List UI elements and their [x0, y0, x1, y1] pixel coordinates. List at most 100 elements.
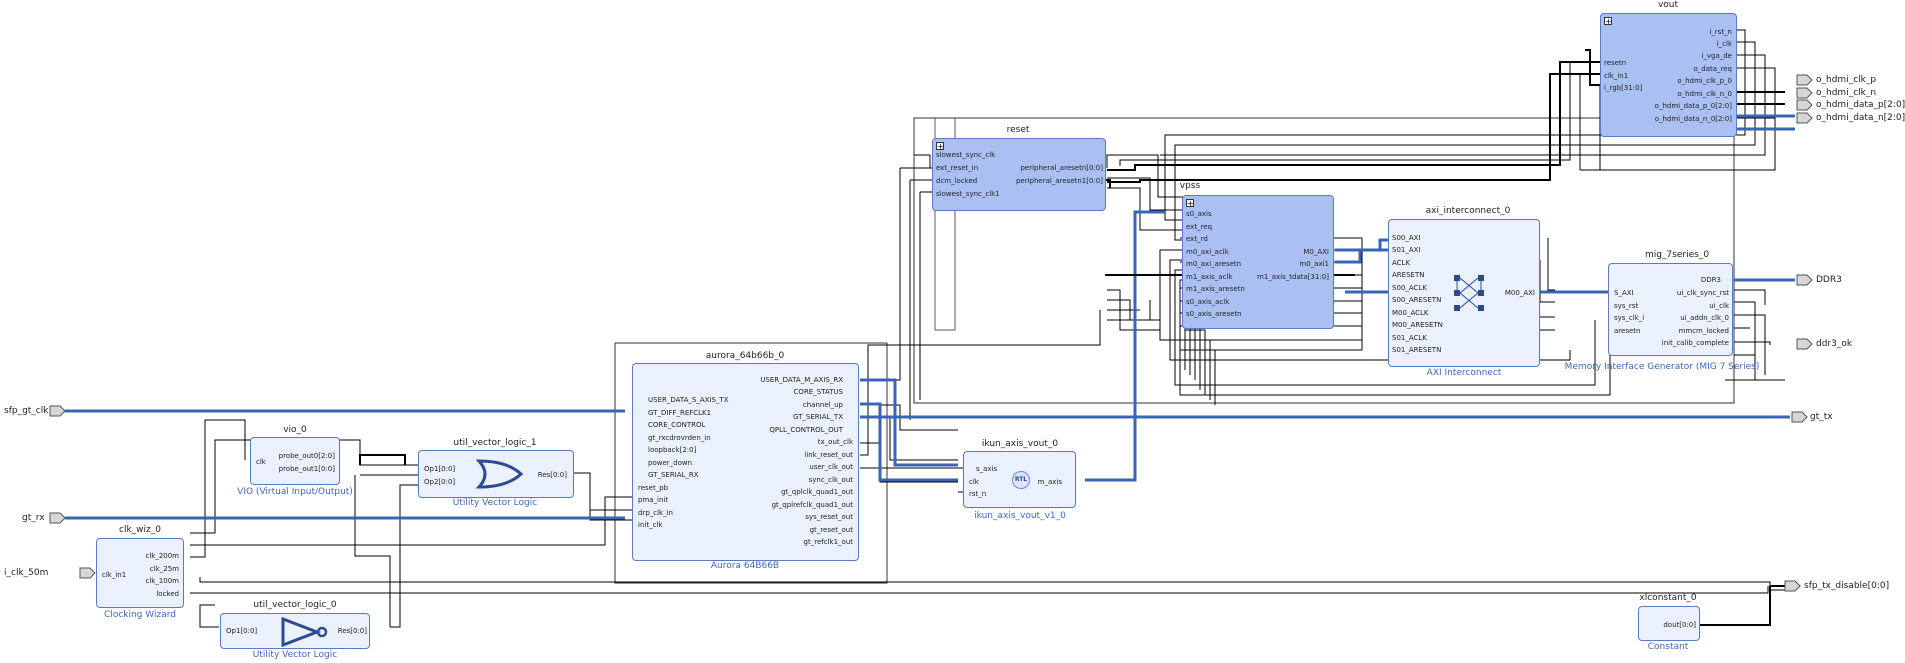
vpss-title: vpss [1179, 181, 1201, 191]
reset-pin-in-1: ext_reset_in [936, 164, 979, 172]
mig-pin-out-2: ui_clk [1709, 302, 1729, 310]
port-o-hdmi-clk-n-shape [1796, 87, 1813, 99]
xlconst-pin-out-0: dout[0:0] [1663, 621, 1696, 629]
aurora-pin-in-6: GT_SERIAL_RX [648, 471, 699, 479]
clkwiz-pin-in-0: clk_in1 [102, 571, 127, 579]
port-gt-tx[interactable]: gt_tx [1810, 412, 1833, 422]
vpss-pin-out-2: m1_axis_tdata[31:0] [1257, 273, 1329, 281]
aurora-pin-in-10: init_clk [638, 521, 663, 529]
uvl1-title: util_vector_logic_1 [453, 438, 537, 448]
reset-block[interactable]: + slowest_sync_clk ext_reset_in dcm_lock… [932, 138, 1106, 211]
vout-block[interactable]: + resetn clk_in1 i_rgb[31:0] i_rst_n i_c… [1600, 13, 1737, 137]
vio-block[interactable]: clk probe_out0[2:0] probe_out1[0:0] [250, 437, 340, 485]
xlconst-title: xlconstant_0 [1639, 593, 1697, 603]
uvl1-pin-out-0: Res[0:0] [537, 471, 567, 479]
reset-pin-in-3: slowest_sync_clk1 [936, 190, 1000, 198]
axi-interconnect-subtitle: AXI Interconnect [1426, 368, 1502, 378]
clkwiz-pin-out-0: clk_200m [145, 552, 179, 560]
axi-interconnect-block[interactable]: S00_AXI S01_AXI ACLK ARESETN S00_ACLK S0… [1388, 219, 1540, 367]
port-o-hdmi-clk-p-shape [1796, 74, 1813, 86]
port-ddr3-shape [1796, 274, 1813, 286]
aurora-pin-out-6: link_reset_out [804, 451, 853, 459]
aurora-pin-in-8: pma_init [638, 496, 669, 504]
crossbar-icon [1454, 275, 1484, 311]
vio-pin-out-1: probe_out1[0:0] [278, 465, 335, 473]
expand-plus-icon[interactable]: + [1186, 199, 1194, 208]
thick-wires [359, 49, 1785, 626]
clkwiz-block[interactable]: clk_in1 clk_200m clk_25m clk_100m locked [96, 538, 184, 608]
aurora-pin-out-0: USER_DATA_M_AXIS_RX [760, 376, 843, 384]
aurora-pin-in-0: USER_DATA_S_AXIS_TX [648, 396, 729, 404]
port-sfp-gt-clk[interactable]: sfp_gt_clk [4, 406, 49, 416]
aurora-pin-out-3: GT_SERIAL_TX [792, 413, 843, 421]
port-o-hdmi-data-p-shape [1796, 99, 1813, 111]
port-o-hdmi-data-n-shape [1796, 112, 1813, 124]
external-port-shapes [49, 74, 1813, 592]
vio-pin-in-0: clk [256, 458, 266, 466]
mig-pin-out-4: mmcm_locked [1678, 327, 1729, 335]
aurora-pin-in-9: drp_clk_in [638, 509, 673, 517]
aurora-pin-out-8: sync_clk_out [808, 476, 853, 484]
vpss-pin-in-5: m1_axis_aclk [1186, 273, 1233, 281]
vpss-block[interactable]: + s0_axis ext_req ext_rd m0_axi_aclk m0_… [1182, 195, 1334, 329]
clkwiz-pin-out-1: clk_25m [149, 565, 179, 573]
mig-block[interactable]: S_AXI sys_rst sys_clk_i aresetn DDR3 ui_… [1608, 263, 1733, 356]
port-o-hdmi-clk-p[interactable]: o_hdmi_clk_p [1816, 75, 1877, 85]
hier-outline-vout [934, 117, 956, 331]
vio-pin-out-0: probe_out0[2:0] [278, 452, 335, 460]
aurora-pin-in-2: CORE_CONTROL [648, 421, 706, 429]
axi-pin-in-5: S00_ARESETN [1392, 296, 1442, 304]
aurora-pin-out-12: gt_reset_out [809, 526, 853, 534]
port-o-hdmi-clk-n[interactable]: o_hdmi_clk_n [1816, 88, 1877, 98]
reset-pin-in-0: slowest_sync_clk [936, 151, 996, 159]
axi-pin-in-6: M00_ACLK [1392, 309, 1429, 317]
ikun-block[interactable]: s_axis clk rst_n m_axis RTL [963, 451, 1076, 508]
ikun-pin-in-0: s_axis [976, 465, 998, 473]
port-ddr3[interactable]: DDR3 [1816, 275, 1842, 285]
aurora-pin-in-4: loopback[2:0] [648, 446, 697, 454]
vio-subtitle: VIO (Virtual Input/Output) [237, 487, 353, 497]
mig-pin-in-3: aresetn [1614, 327, 1641, 335]
axi-pin-in-3: ARESETN [1392, 271, 1425, 279]
aurora-subtitle: Aurora 64B66B [710, 561, 780, 571]
port-sfp-tx-disable-shape [1784, 580, 1801, 592]
vout-pin-out-3: o_data_req [1693, 65, 1732, 73]
xlconst-block[interactable]: dout[0:0] [1638, 606, 1700, 641]
aurora-pin-out-10: gt_qplrefclk_quad1_out [771, 501, 853, 509]
uvl0-title: util_vector_logic_0 [253, 600, 337, 610]
vout-pin-out-6: o_hdmi_data_p_0[2:0] [1654, 102, 1732, 110]
axi-interconnect-title: axi_interconnect_0 [1425, 206, 1511, 216]
vpss-pin-out-0: M0_AXI [1303, 248, 1329, 256]
port-i-clk-50m[interactable]: i_clk_50m [4, 568, 49, 578]
ikun-pin-in-2: rst_n [969, 490, 987, 498]
port-o-hdmi-data-p[interactable]: o_hdmi_data_p[2:0] [1816, 100, 1905, 110]
clkwiz-subtitle: Clocking Wizard [104, 610, 176, 620]
uvl0-pin-in-0: Op1[0:0] [226, 627, 258, 635]
mig-pin-in-0: S_AXI [1614, 289, 1634, 297]
port-o-hdmi-data-n[interactable]: o_hdmi_data_n[2:0] [1816, 113, 1905, 123]
clkwiz-title: clk_wiz_0 [119, 525, 161, 535]
mig-title: mig_7series_0 [1644, 250, 1710, 260]
mig-pin-out-0: DDR3 [1700, 276, 1721, 284]
vpss-pin-in-1: ext_req [1186, 223, 1213, 231]
aurora-block[interactable]: USER_DATA_S_AXIS_TX GT_DIFF_REFCLK1 CORE… [632, 363, 859, 561]
vpss-pin-in-4: m0_axi_aresetn [1186, 260, 1242, 268]
reset-pin-out-1: peripheral_aresetn1[0:0] [1015, 177, 1103, 185]
uvl1-block[interactable]: Op1[0:0] Op2[0:0] Res[0:0] [418, 450, 574, 498]
port-ddr3-ok-shape [1796, 338, 1813, 350]
rtl-badge-icon: RTL [1012, 471, 1030, 489]
expand-plus-icon[interactable]: + [936, 142, 944, 151]
reset-pin-in-2: dcm_locked [936, 177, 978, 185]
aurora-pin-out-7: user_clk_out [809, 463, 853, 471]
uvl1-subtitle: Utility Vector Logic [452, 498, 538, 508]
uvl0-block[interactable]: Op1[0:0] Res[0:0] [220, 613, 370, 649]
axi-pin-in-9: S01_ARESETN [1392, 346, 1442, 354]
port-gt-rx[interactable]: gt_rx [22, 513, 45, 523]
reset-title: reset [1006, 125, 1030, 135]
ikun-subtitle: ikun_axis_vout_v1_0 [974, 511, 1066, 521]
aurora-title: aurora_64b66b_0 [705, 351, 785, 361]
port-sfp-tx-disable[interactable]: sfp_tx_disable[0:0] [1804, 581, 1890, 591]
vout-pin-in-0: resetn [1604, 59, 1627, 67]
expand-plus-icon[interactable]: + [1604, 17, 1612, 26]
port-ddr3-ok[interactable]: ddr3_ok [1816, 339, 1853, 349]
